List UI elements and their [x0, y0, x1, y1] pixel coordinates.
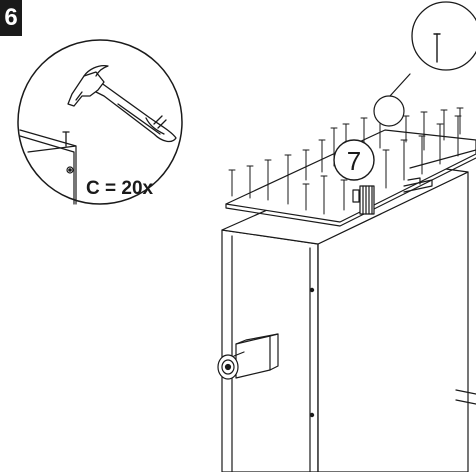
nail-icon	[264, 159, 272, 201]
nail-icon	[302, 183, 310, 211]
nail-icon	[320, 175, 328, 215]
nail-icon	[420, 111, 428, 151]
nail-icon	[456, 107, 464, 135]
handle-assembly	[217, 333, 279, 380]
part-callout: 7	[333, 139, 375, 181]
nail-icon	[440, 109, 448, 141]
nail-icon	[284, 154, 292, 205]
nail-magnifier	[373, 1, 476, 127]
nail-icon	[246, 165, 254, 199]
nail-icon	[402, 115, 410, 143]
nail-icon	[418, 135, 426, 175]
hammer-icon	[67, 64, 177, 143]
nail-icon	[318, 139, 326, 173]
nail-icon	[228, 169, 236, 197]
nail-icon	[302, 149, 310, 181]
nail-icon	[436, 123, 444, 165]
step-number-badge: 6	[0, 0, 22, 36]
nail-icon	[382, 149, 390, 189]
hammer-detail: C = 20x	[17, 39, 183, 205]
part-number-label: 7	[347, 146, 361, 176]
nail-icon	[62, 131, 70, 147]
nail-icon	[433, 33, 441, 63]
nail-icon	[340, 179, 348, 211]
quantity-label: C = 20x	[86, 178, 154, 199]
